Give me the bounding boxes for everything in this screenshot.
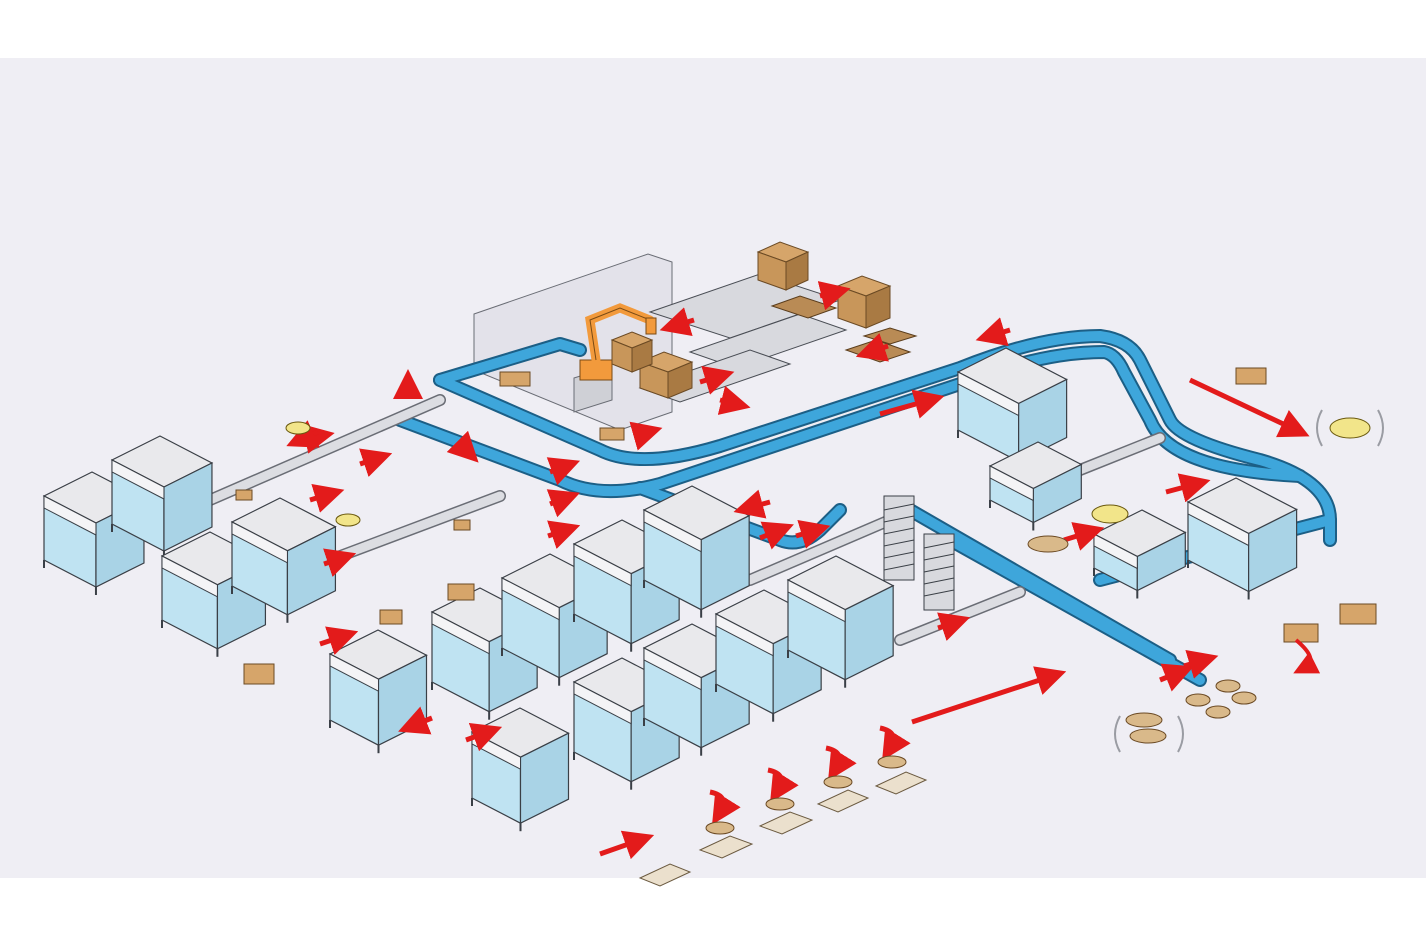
flow-arrow-icon xyxy=(546,489,581,518)
pouch-icon xyxy=(1091,504,1129,524)
flow-arrow-icon xyxy=(1183,649,1219,679)
flow-arrow-icon xyxy=(825,745,857,781)
flow-arrow-icon xyxy=(817,281,851,311)
pallet-stacks xyxy=(610,241,918,399)
vibration-mark-icon xyxy=(1114,409,1384,753)
products xyxy=(235,367,1384,887)
flow-arrow-icon xyxy=(629,421,663,451)
flow-arrow-icon xyxy=(319,626,359,655)
carton-box-icon xyxy=(836,275,892,329)
flow-arrow-icon xyxy=(855,333,889,362)
packaging-machine-icon xyxy=(642,485,751,618)
flow-arrow-icon xyxy=(699,365,735,395)
flow-arrows xyxy=(286,281,1310,860)
flow-arrow-icon xyxy=(937,612,971,641)
flow-arrow-icon xyxy=(911,666,1067,725)
flow-arrow-icon xyxy=(465,723,503,752)
packaging-machines xyxy=(42,347,1298,832)
carton-box-icon xyxy=(638,351,694,399)
flow-arrow-icon xyxy=(1188,377,1310,438)
pouch-icon xyxy=(285,421,311,435)
flow-arrow-icon xyxy=(547,520,581,549)
packaging-machine-icon xyxy=(1092,509,1187,599)
flow-arrow-icon xyxy=(709,789,741,825)
flow-arrow-icon xyxy=(733,489,771,519)
flow-arrow-icon xyxy=(1063,522,1105,551)
carton-box-icon xyxy=(756,241,810,291)
flow-arrow-icon xyxy=(1159,663,1194,692)
palletizing-robot-icon xyxy=(579,303,657,381)
flow-arrow-icon xyxy=(975,317,1011,347)
packaging-machine-icon xyxy=(1186,477,1298,600)
spiral-elevator-icon xyxy=(923,533,955,611)
packaging-machine-icon xyxy=(470,707,570,832)
spiral-elevator-icon xyxy=(883,495,915,581)
flow-arrow-icon xyxy=(659,307,695,337)
carton-box-icon xyxy=(235,367,1377,685)
tray-icon xyxy=(638,771,928,887)
pouch-icon xyxy=(1329,417,1371,439)
flow-arrow-icon xyxy=(323,548,357,577)
flow-arrow-icon xyxy=(599,830,655,860)
flow-arrow-icon xyxy=(286,420,320,448)
flow-arrow-icon xyxy=(546,457,581,486)
flow-arrow-icon xyxy=(446,430,479,463)
rotation-arrow-icon xyxy=(1293,638,1321,674)
packaging-machine-icon xyxy=(786,555,895,688)
carton-box-icon xyxy=(610,331,654,373)
flow-arrow-icon xyxy=(359,448,393,477)
flow-arrow-icon xyxy=(717,385,751,415)
flow-arrow-icon xyxy=(1165,473,1211,503)
baked-product-icon xyxy=(705,535,1257,835)
flow-arrow-icon xyxy=(879,725,911,761)
flow-arrow-icon xyxy=(309,483,345,513)
pouch-icon xyxy=(335,513,361,527)
packaging-machine-icon xyxy=(642,623,751,756)
packaging-machine-icon xyxy=(988,441,1083,531)
packaging-machine-icon xyxy=(110,435,214,559)
flow-arrow-icon xyxy=(398,706,433,735)
flow-arrow-icon xyxy=(767,767,799,803)
packaging-machine-icon xyxy=(42,471,146,595)
flow-arrow-icon xyxy=(879,389,945,419)
flow-arrow-icon xyxy=(795,519,831,549)
flow-arrow-icon xyxy=(759,521,794,550)
packaging-machine-icon xyxy=(956,347,1068,470)
